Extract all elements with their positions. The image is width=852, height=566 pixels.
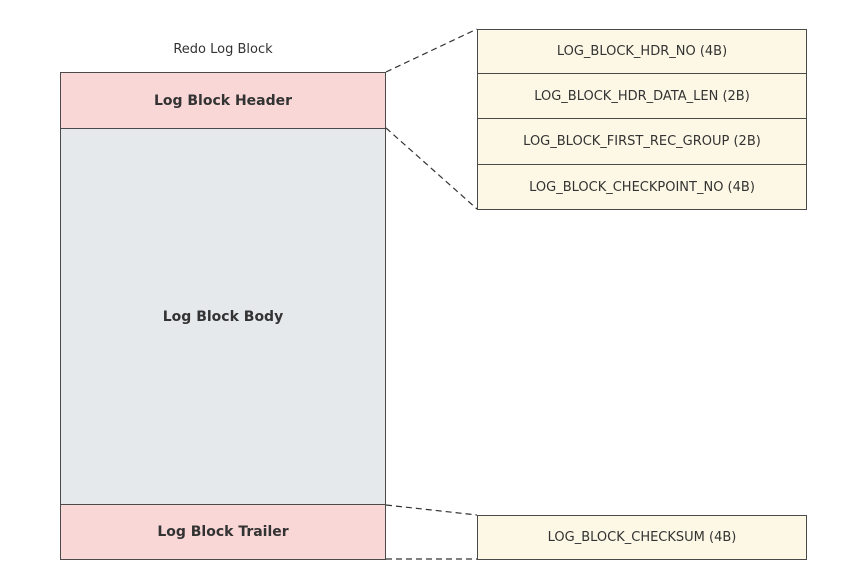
header-field-hdr-no: LOG_BLOCK_HDR_NO (4B): [477, 29, 807, 74]
header-field-hdr-data-len: LOG_BLOCK_HDR_DATA_LEN (2B): [477, 73, 807, 119]
log-block-header-label: Log Block Header: [153, 92, 293, 109]
header-field-label: LOG_BLOCK_CHECKPOINT_NO (4B): [529, 179, 755, 195]
trailer-field-checksum: LOG_BLOCK_CHECKSUM (4B): [477, 515, 807, 560]
log-block-trailer-label: Log Block Trailer: [157, 524, 289, 540]
header-field-first-rec-group: LOG_BLOCK_FIRST_REC_GROUP (2B): [477, 118, 807, 165]
header-top-connector: [385, 28, 478, 73]
header-field-label: LOG_BLOCK_HDR_DATA_LEN (2B): [534, 88, 750, 104]
log-block-trailer: Log Block Trailer: [60, 504, 386, 560]
log-block-body-label: Log Block Body: [162, 308, 284, 325]
header-field-label: LOG_BLOCK_FIRST_REC_GROUP (2B): [523, 134, 761, 149]
diagram-title: Redo Log Block: [173, 42, 273, 57]
log-block-body: Log Block Body: [60, 128, 386, 505]
header-field-checkpoint-no: LOG_BLOCK_CHECKPOINT_NO (4B): [477, 164, 807, 210]
trailer-field-label: LOG_BLOCK_CHECKSUM (4B): [547, 530, 737, 545]
header-bottom-connector: [385, 127, 478, 210]
header-field-label: LOG_BLOCK_HDR_NO (4B): [556, 44, 728, 59]
trailer-top-connector: [385, 504, 478, 516]
